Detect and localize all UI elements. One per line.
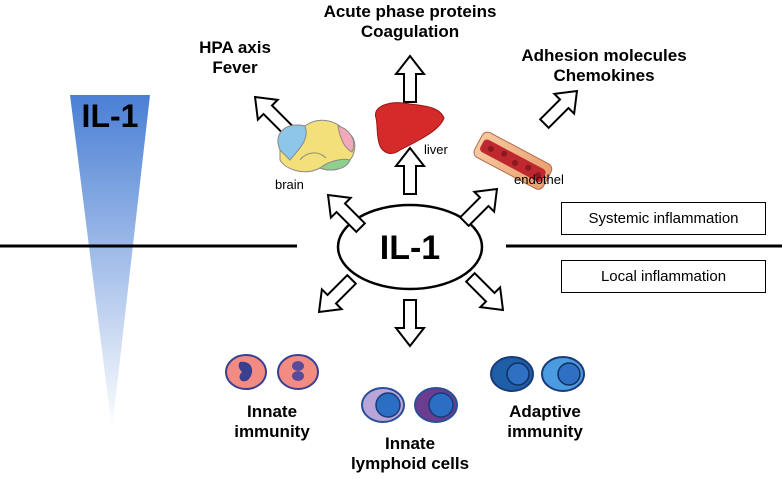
innate-immunity-label: Innate immunity	[222, 402, 322, 443]
chemokines-text: Chemokines	[553, 66, 655, 86]
arrow-center-to-adaptive	[464, 271, 505, 312]
immunity-text: immunity	[234, 422, 310, 442]
local-inflammation-box: Local inflammation	[561, 260, 766, 293]
endothel-output-label: Adhesion molecules Chemokines	[508, 46, 700, 87]
fever-text: Fever	[212, 58, 258, 78]
arrow-endothel-to-adhesion	[538, 89, 579, 130]
innate-text: Innate	[246, 402, 298, 421]
adaptive-immunity-label: Adaptive immunity	[490, 402, 600, 443]
liver-output-label: Acute phase proteins Coagulation	[318, 2, 502, 43]
arrow-center-to-endothel	[458, 187, 499, 228]
adaptive-cell-2	[541, 356, 585, 392]
coagulation-text: Coagulation	[360, 22, 460, 42]
adhesion-text: Adhesion molecules	[521, 46, 687, 65]
adaptive-immunity-text: immunity	[507, 422, 583, 442]
adaptive-text: Adaptive	[509, 402, 581, 421]
center-il1-label: IL-1	[379, 229, 441, 267]
gradient-il1-label: IL-1	[81, 98, 139, 134]
liver-illustration	[374, 102, 445, 154]
innate-cell-2	[277, 354, 319, 390]
systemic-inflammation-box: Systemic inflammation	[561, 202, 766, 235]
brain-illustration	[277, 119, 356, 173]
arrow-center-to-innate	[317, 273, 358, 314]
lymphoid-label: Innate lymphoid cells	[340, 434, 480, 475]
liver-label: liver	[424, 142, 448, 157]
endothel-illustration	[473, 131, 553, 190]
adaptive-cell-1	[490, 356, 534, 392]
il1-gradient-triangle	[70, 95, 150, 430]
arrow-center-to-lymphoid	[393, 299, 427, 348]
arrow-center-to-liver	[393, 146, 427, 195]
brain-output-label: HPA axis Fever	[180, 38, 290, 79]
arrow-center-to-brain	[326, 193, 367, 234]
lymphoid-cell-1	[361, 387, 405, 423]
hpa-axis-text: HPA axis	[199, 38, 271, 57]
innate-cell-1	[225, 354, 267, 390]
arrow-liver-to-proteins	[393, 54, 427, 103]
center-il1-ellipse	[336, 203, 484, 291]
innate-lymphoid-text: Innate	[384, 434, 436, 453]
acute-phase-text: Acute phase proteins	[323, 2, 497, 21]
lymphoid-cells-text: lymphoid cells	[350, 454, 470, 474]
lymphoid-cell-2	[414, 387, 458, 423]
brain-label: brain	[275, 177, 304, 192]
endothel-label: endothel	[514, 172, 564, 187]
